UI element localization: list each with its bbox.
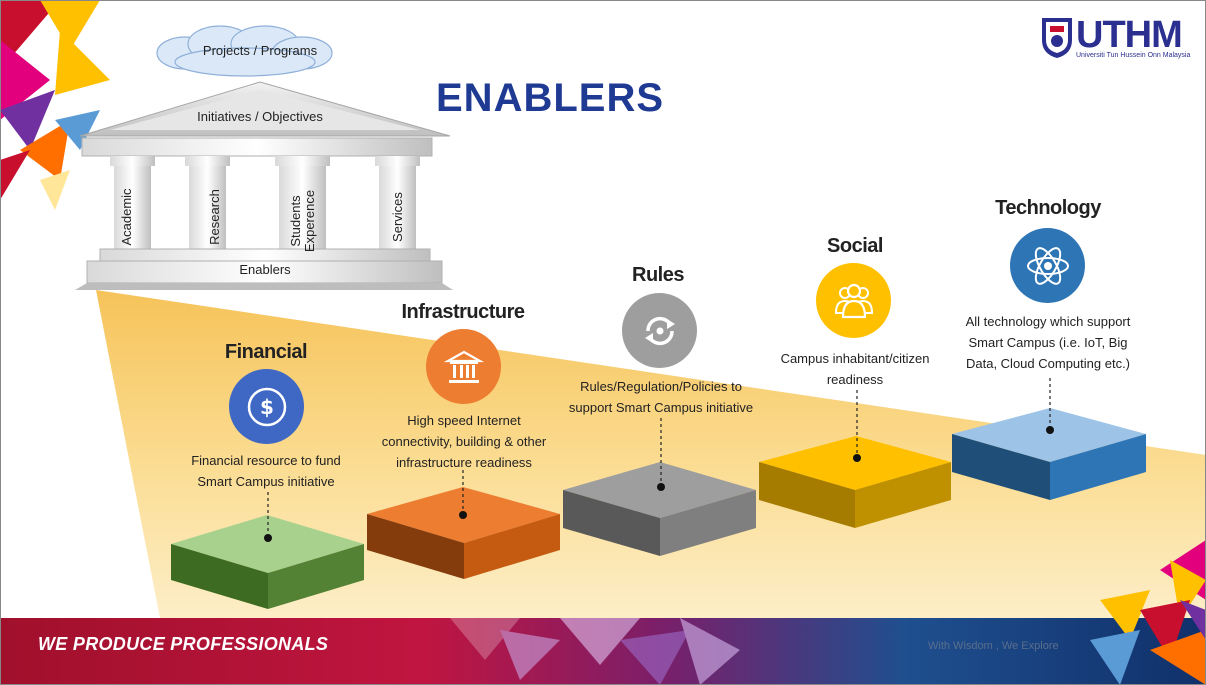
cloud-label: Projects / Programs — [202, 43, 318, 58]
financial-icon-circle: $ — [229, 369, 304, 444]
desc-line: Rules/Regulation/Policies to — [580, 379, 742, 394]
rules-icon-circle — [622, 293, 697, 368]
base-label: Enablers — [239, 262, 291, 277]
social-icon-circle — [816, 263, 891, 338]
desc-line: All technology which support — [965, 314, 1131, 329]
corner-decoration-top-left — [0, 0, 110, 210]
temple-columns — [110, 156, 420, 252]
connector-dots — [264, 426, 1054, 542]
desc-line: High speed Internet — [407, 413, 521, 428]
building-icon — [443, 350, 484, 383]
heading-social: Social — [827, 235, 883, 257]
banner-slogan: WE PRODUCE PROFESSIONALS — [38, 634, 329, 654]
desc-line: Smart Campus (i.e. IoT, Big — [968, 335, 1128, 350]
technology-icon-circle — [1010, 228, 1085, 303]
dollar-icon: $ — [247, 387, 286, 426]
block-technology — [952, 408, 1146, 500]
block-social — [759, 436, 951, 528]
infrastructure-icon-circle — [426, 329, 501, 404]
desc-line: infrastructure readiness — [396, 455, 532, 470]
roof-label: Initiatives / Objectives — [197, 109, 323, 124]
svg-text:$: $ — [260, 395, 274, 419]
block-rules — [563, 462, 756, 556]
banner-motto: With Wisdom , We Explore — [928, 640, 1059, 652]
cloud-shape — [156, 25, 333, 77]
desc-social: Campus inhabitant/citizen readiness — [760, 348, 950, 390]
heading-financial: Financial — [224, 341, 308, 363]
desc-line: readiness — [826, 372, 884, 387]
corner-decoration-bottom-right — [1090, 540, 1206, 685]
uthm-shield-icon — [1042, 18, 1072, 58]
block-financial — [171, 515, 364, 609]
desc-rules: Rules/Regulation/Policies to support Sma… — [556, 376, 766, 418]
desc-line: Data, Cloud Computing etc.) — [965, 356, 1131, 371]
desc-financial: Financial resource to fund Smart Campus … — [166, 450, 366, 492]
logo-subtitle: Universiti Tun Hussein Onn Malaysia — [1076, 52, 1191, 59]
atom-icon — [1026, 246, 1069, 285]
cycle-icon — [644, 316, 675, 345]
desc-infrastructure: High speed Internet connectivity, buildi… — [358, 410, 570, 473]
temple-diagram — [75, 25, 453, 290]
desc-technology: All technology which support Smart Campu… — [948, 311, 1148, 374]
heading-technology: Technology — [995, 197, 1101, 219]
desc-line: Campus inhabitant/citizen — [780, 351, 930, 366]
banner-decoration — [450, 618, 740, 685]
desc-line: connectivity, building & other — [381, 434, 547, 449]
desc-line: Smart Campus initiative — [197, 474, 335, 489]
people-icon — [834, 283, 873, 318]
logo-name: UTHM — [1076, 14, 1183, 56]
heading-rules: Rules — [632, 264, 684, 286]
page-title: ENABLERS — [436, 76, 665, 120]
desc-line: support Smart Campus initiative — [568, 400, 754, 415]
connector-lines — [267, 378, 1051, 537]
desc-line: Financial resource to fund — [191, 453, 341, 468]
heading-infrastructure: Infrastructure — [401, 301, 525, 323]
